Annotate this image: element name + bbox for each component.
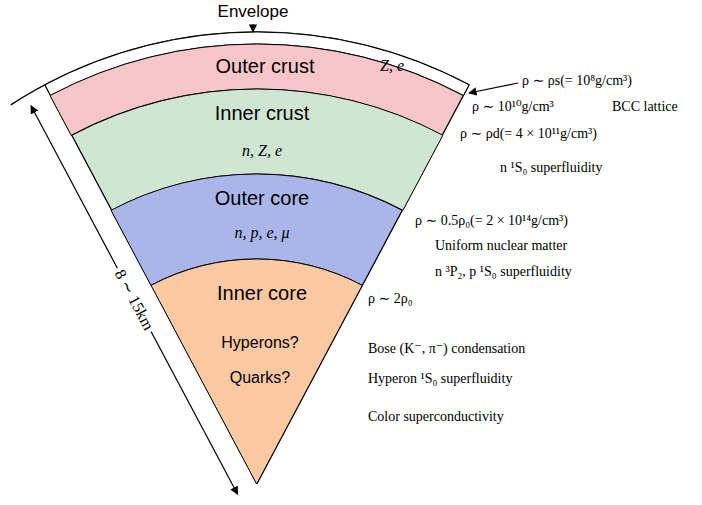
density-label: ρ ∼ 10¹⁰g/cm³ [472, 98, 554, 116]
density-label: ρ ∼ ρs(= 10⁸g/cm³) [522, 72, 632, 90]
layer-name: Envelope [218, 3, 289, 21]
density-label: ρ ∼ 2ρ₀ [368, 290, 413, 308]
leader-arrow [469, 83, 518, 93]
particle-list: n, p, e, μ [234, 223, 289, 242]
property-label: Bose (K⁻, π⁻) condensation [368, 340, 525, 358]
layer-name: Inner core [217, 281, 307, 305]
layer-name: Inner crust [215, 101, 309, 125]
density-label: ρ ∼ 0.5ρ₀(= 2 × 10¹⁴g/cm³) [415, 212, 568, 230]
particle-list: Z, e [380, 56, 404, 75]
property-label: n ¹S₀ superfluidity [500, 159, 602, 177]
leader-arrow [252, 24, 253, 32]
particle-guess: Hyperons? [221, 333, 298, 352]
particle-guess: Quarks? [230, 368, 290, 387]
property-label: Hyperon ¹S₀ superfluidity [368, 370, 512, 388]
layer-name: Outer crust [216, 54, 315, 78]
property-label: Color superconductivity [368, 408, 504, 426]
property-label: Uniform nuclear matter [435, 237, 567, 255]
layer-name: Outer core [215, 186, 309, 210]
property-label: n ³P₂, p ¹S₀ superfluidity [435, 263, 572, 281]
band-outline [151, 259, 362, 484]
particle-list: n, Z, e [242, 141, 282, 160]
band-outline [72, 89, 443, 210]
property-label: BCC lattice [612, 98, 678, 116]
density-label: ρ ∼ ρd(= 4 × 10¹¹g/cm³) [460, 125, 597, 143]
core-band: Inner coreHyperons? Quarks? [151, 259, 362, 484]
